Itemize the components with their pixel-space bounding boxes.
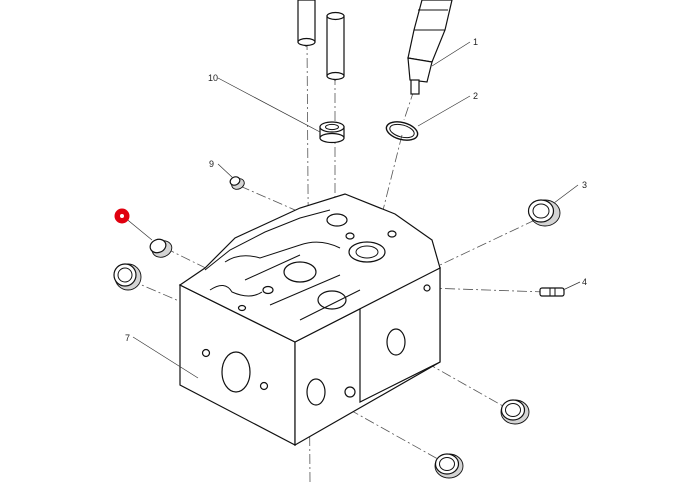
label-3: 3 [582, 180, 587, 190]
part-cup-plug-lower-1 [500, 399, 530, 425]
part-cup-plug-right [527, 199, 561, 227]
part-cup-plug-lower-2 [434, 453, 464, 479]
part-o-ring [385, 121, 419, 141]
marker-dot [120, 214, 124, 218]
part-plug [149, 238, 173, 258]
label-1: 1 [473, 37, 478, 47]
part-cylinder-head [178, 193, 441, 447]
hotspot-marker[interactable] [114, 208, 130, 224]
part-pin [539, 287, 565, 297]
part-sleeve [319, 121, 345, 144]
label-2: 2 [473, 91, 478, 101]
part-cup-plug-left [113, 263, 142, 291]
part-small-plug [229, 176, 245, 190]
part-labels: 1 2 3 4 7 9 10 [125, 37, 587, 343]
label-9: 9 [209, 159, 214, 169]
leader-lines [123, 41, 581, 379]
label-4: 4 [582, 277, 587, 287]
label-10: 10 [208, 73, 218, 83]
part-injector [407, 0, 453, 95]
label-7: 7 [125, 333, 130, 343]
part-push-rods [297, 0, 345, 81]
